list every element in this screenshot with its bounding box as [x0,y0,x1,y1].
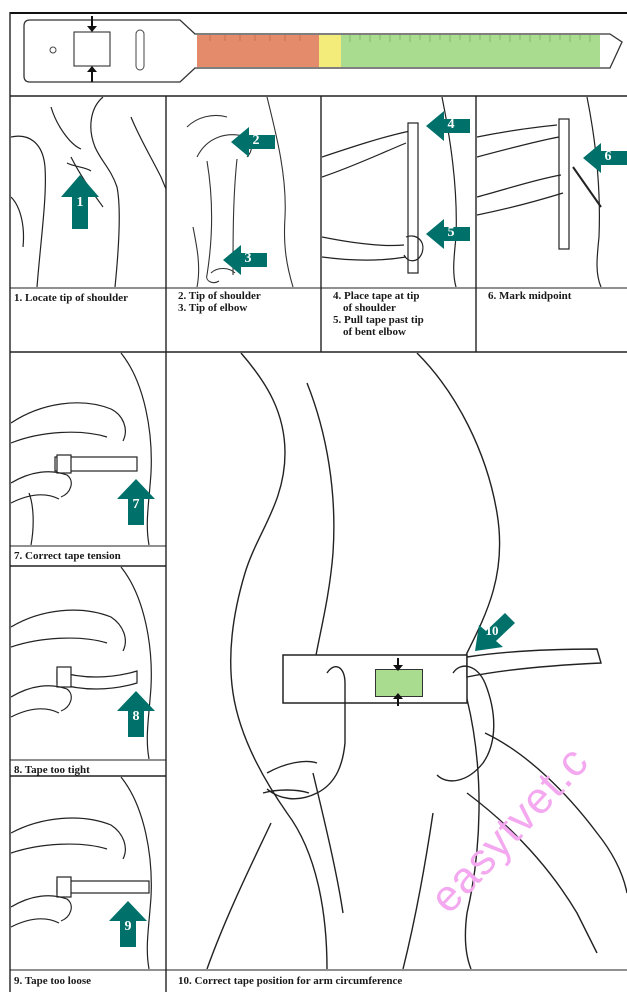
panel-tip-shoulder-elbow: 2 3 [167,97,321,287]
arrow-5-label: 5 [436,225,466,241]
caption-panel-1: 1. Locate tip of shoulder [14,292,128,304]
caption-panel-9: 9. Tape too loose [14,975,91,987]
panel-correct-position: 10 easytvet.c [167,353,627,969]
arrow-1-label: 1 [61,195,99,211]
caption-panel-4: 6. Mark midpoint [488,290,571,302]
caption-panel-8: 8. Tape too tight [14,764,90,776]
window-pointer-arrows-icon [368,658,428,706]
panel-locate-shoulder: 1 [11,97,166,287]
caption-panel-7: 7. Correct tape tension [14,550,121,562]
arrow-9-label: 9 [109,919,147,935]
caption-panel-10: 10. Correct tape position for arm circum… [178,975,402,987]
arrow-5-icon: 5 [426,219,470,249]
arrow-4-icon: 4 [426,111,470,141]
caption-panel-3: 4. Place tape at tip of shoulder 5. Pull… [333,290,424,338]
arrow-6-icon: 6 [583,143,627,173]
arrow-9-icon: 9 [109,901,147,947]
panel-place-tape: 4 5 [322,97,476,287]
panel-mark-midpoint: 6 [477,97,627,287]
arrow-6-label: 6 [593,149,623,165]
arrow-7-icon: 7 [117,479,155,525]
panel-tape-too-tight: 8 [11,567,166,759]
panel-tape-too-loose: 9 [11,777,166,969]
arrow-4-label: 4 [436,117,466,133]
panel-correct-tension: 7 [11,353,166,545]
mark-midpoint-illustration [477,97,627,287]
arrow-8-label: 8 [117,709,155,725]
caption-panel-2: 2. Tip of shoulder 3. Tip of elbow [178,290,261,314]
arrow-3-label: 3 [233,251,263,267]
arrow-2-label: 2 [241,133,271,149]
arrow-1-icon: 1 [61,175,99,229]
arrow-3-icon: 3 [223,245,267,275]
arrow-2-icon: 2 [231,127,275,157]
arrow-10-icon: 10 [473,613,517,653]
arrow-7-label: 7 [117,497,155,513]
arrow-8-icon: 8 [117,691,155,737]
arrow-10-label: 10 [477,623,507,639]
